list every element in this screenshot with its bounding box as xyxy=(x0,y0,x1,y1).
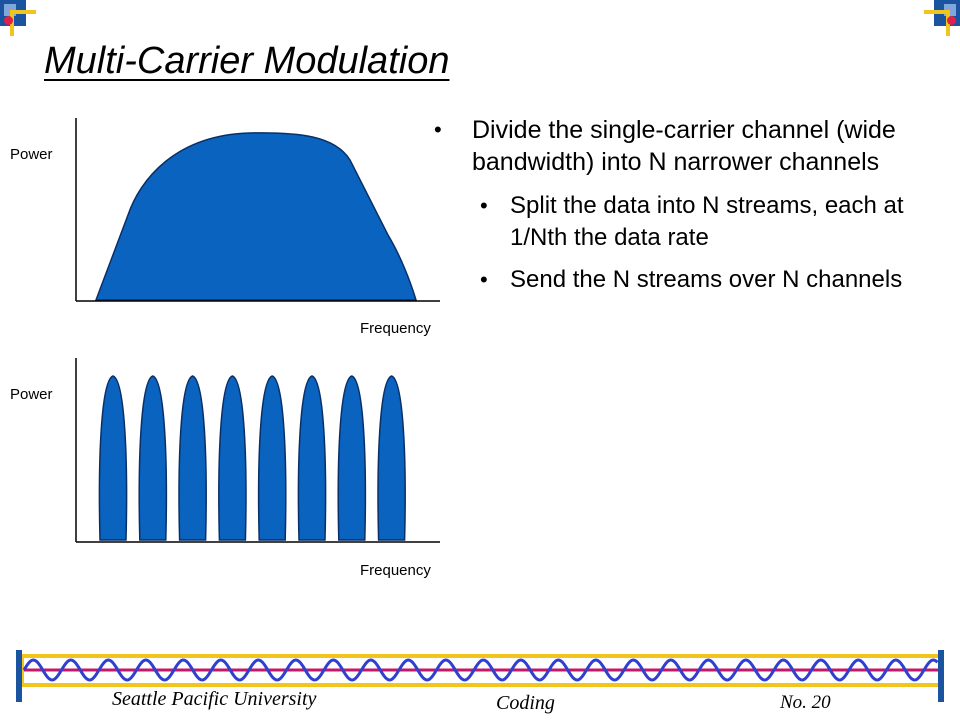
bullet-list: • Divide the single-carrier channel (wid… xyxy=(432,114,952,296)
sub-carrier-spectrum xyxy=(337,375,367,541)
sub-carrier-spectrum xyxy=(178,375,207,541)
sub-bullet-item: • Split the data into N streams, each at… xyxy=(470,190,952,254)
footer-course: Coding xyxy=(496,692,555,714)
footer-band-bottom xyxy=(20,683,942,687)
footer-left-accent xyxy=(16,650,22,702)
footer-right-accent xyxy=(938,650,944,702)
top-x-axis-label: Frequency xyxy=(360,320,431,337)
bullet-text: Split the data into N streams, each at 1… xyxy=(510,192,904,251)
bullet-dot-icon: • xyxy=(480,193,488,218)
sub-carrier-group xyxy=(98,375,406,541)
bullet-dot-icon: • xyxy=(480,267,488,292)
page-title: Multi-Carrier Modulation xyxy=(44,40,450,82)
footer-wave xyxy=(22,658,939,682)
bullet-item: • Divide the single-carrier channel (wid… xyxy=(432,114,952,178)
bullet-text: Divide the single-carrier channel (wide … xyxy=(472,116,896,176)
bullet-text: Send the N streams over N channels xyxy=(510,266,903,293)
bottom-y-axis-label: Power xyxy=(10,386,53,403)
sub-carrier-spectrum xyxy=(297,375,327,541)
sub-bullet-item: • Send the N streams over N channels xyxy=(470,264,952,296)
bullet-dot-icon: • xyxy=(434,117,442,142)
bottom-x-axis-label: Frequency xyxy=(360,562,431,579)
sub-carrier-spectrum xyxy=(377,375,406,541)
sub-carrier-spectrum xyxy=(218,375,247,541)
sub-carrier-spectrum xyxy=(98,375,128,541)
top-y-axis-label: Power xyxy=(10,146,53,163)
single-carrier-spectrum xyxy=(94,132,418,301)
sub-carrier-spectrum xyxy=(138,375,168,541)
footer-page-number: No. 20 xyxy=(780,692,831,713)
corner-top-right xyxy=(920,0,960,40)
footer-university: Seattle Pacific University xyxy=(112,688,317,710)
footer-band-top xyxy=(20,654,942,658)
sub-carrier-spectrum xyxy=(257,375,287,541)
corner-top-left xyxy=(0,0,40,40)
